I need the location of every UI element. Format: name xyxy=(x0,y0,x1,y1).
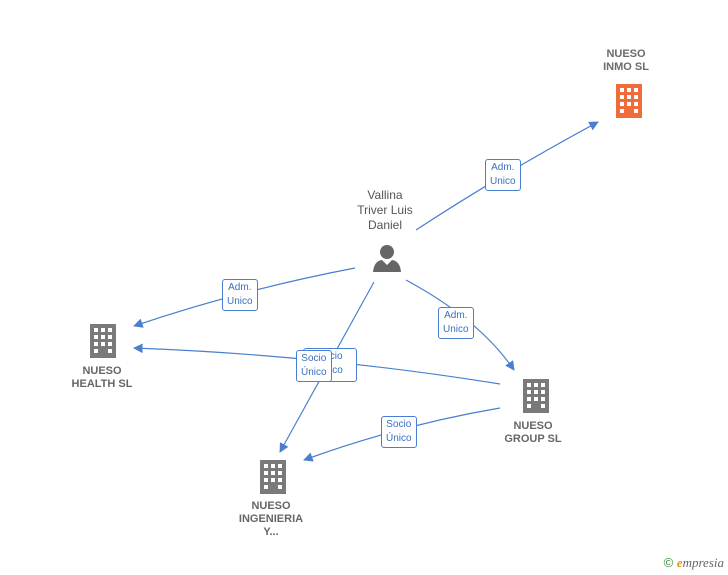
edge-label-person-inmo[interactable]: Adm. Unico xyxy=(485,159,521,191)
edge-label-group-ingenieria[interactable]: Socio Único xyxy=(381,416,417,448)
edge-label-line: Socio xyxy=(301,353,327,364)
copyright-icon: © xyxy=(663,555,674,570)
footer-brand: © empresia xyxy=(664,555,724,571)
building-icon[interactable] xyxy=(521,379,551,413)
edge-label-line: Socio xyxy=(386,419,412,430)
edge-label-line: Unico xyxy=(490,176,516,187)
edge-label-line: Adm. xyxy=(491,162,515,173)
edge-label-line: Único xyxy=(386,433,412,444)
inmo-label[interactable]: NUESO INMO SL xyxy=(603,48,649,73)
edge-label-group-health[interactable]: Socio Único xyxy=(296,350,332,382)
edge-label-person-health[interactable]: Adm. Unico xyxy=(222,279,258,311)
edge-label-line: Único xyxy=(301,367,327,378)
brand-logo: empresia xyxy=(676,555,724,570)
edge-label-line: Adm. xyxy=(228,282,252,293)
person-name[interactable]: Vallina Triver Luis Daniel xyxy=(357,188,413,232)
health-label[interactable]: NUESO HEALTH SL xyxy=(71,365,133,390)
building-icon[interactable] xyxy=(258,460,288,494)
building-icon[interactable] xyxy=(88,324,118,358)
person-icon[interactable] xyxy=(372,243,402,273)
edge-label-line: Unico xyxy=(443,324,469,335)
group-label[interactable]: NUESO GROUP SL xyxy=(504,420,562,445)
edge-label-line: Adm. xyxy=(444,310,468,321)
edge-label-person-group[interactable]: Adm. Unico xyxy=(438,307,474,339)
building-icon[interactable] xyxy=(614,84,644,118)
edge-label-line: Unico xyxy=(227,296,253,307)
ingenieria-label[interactable]: NUESO INGENIERIA Y... xyxy=(238,500,304,538)
